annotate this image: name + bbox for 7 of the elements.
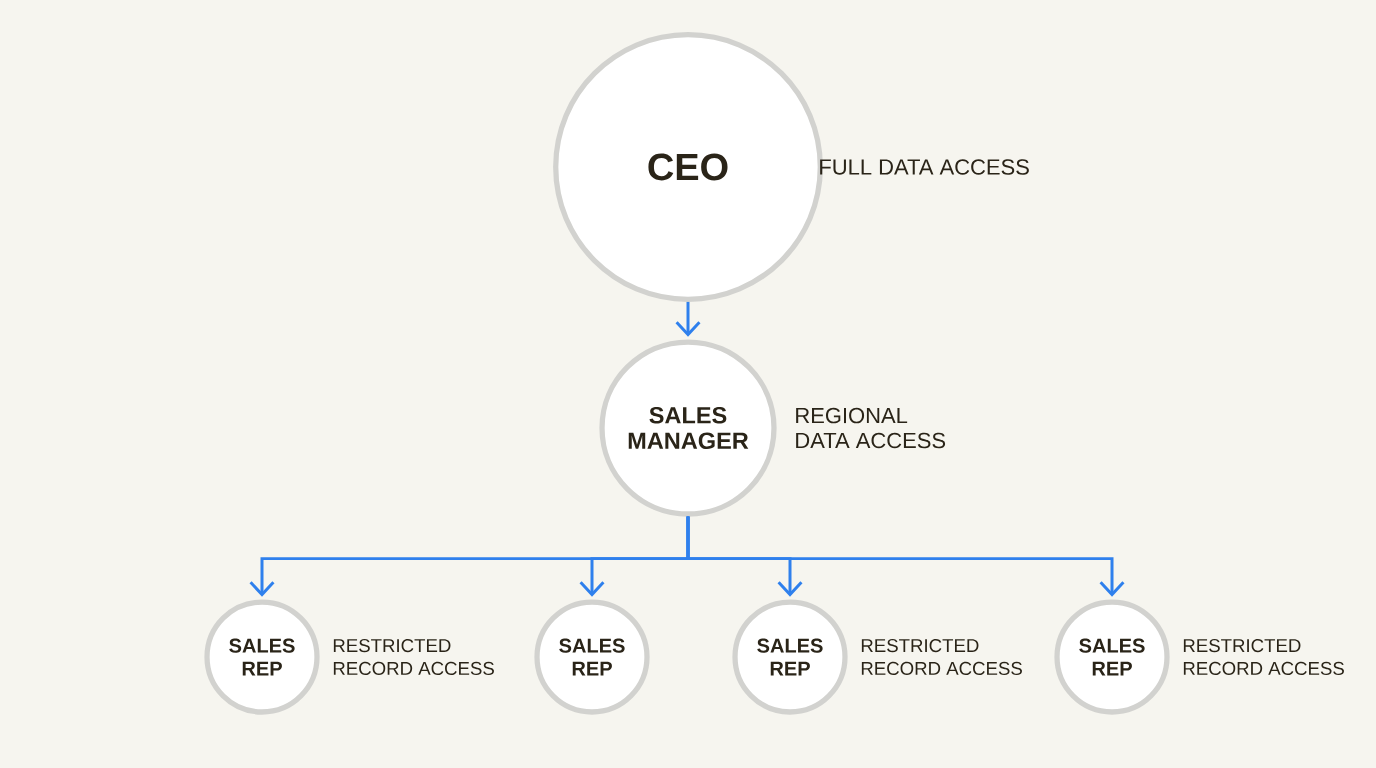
arrow: [675, 301, 701, 337]
access-label: FULL DATA ACCESS: [820, 159, 1029, 175]
arrow: [686, 516, 1125, 597]
access-label: RESTRICTED RECORD ACCESS: [333, 639, 494, 676]
access-label: RESTRICTED RECORD ACCESS: [1183, 639, 1344, 676]
access-label: REGIONAL DATA ACCESS: [796, 407, 946, 449]
access-label: RESTRICTED RECORD ACCESS: [861, 639, 1022, 676]
